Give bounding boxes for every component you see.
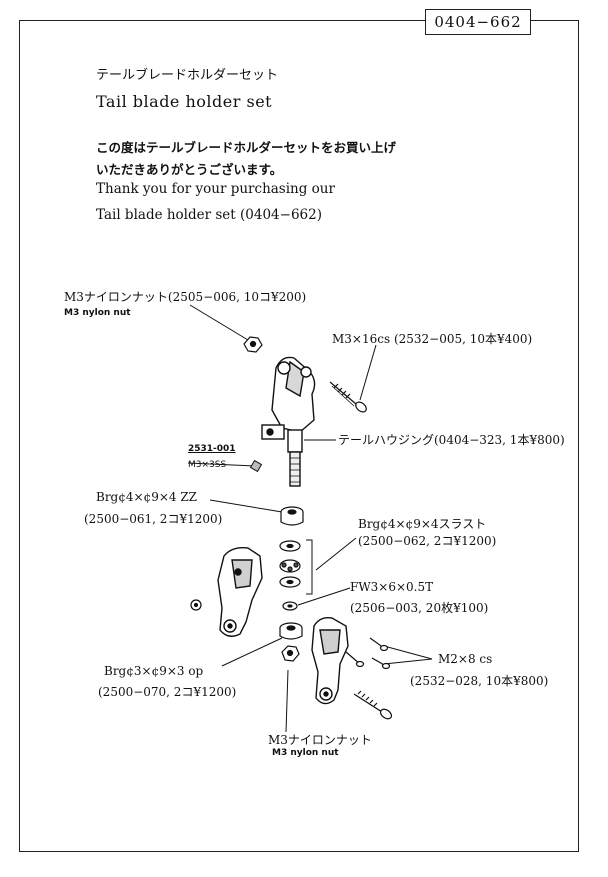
- tail-housing-part: [261, 356, 316, 487]
- thrust-bearing-part: [279, 540, 301, 588]
- thanks-message-en-line2: Tail blade holder set (0404−662): [96, 207, 322, 223]
- label-nylon-nut-bottom-en: M3 nylon nut: [272, 748, 339, 758]
- nylon-nut-top-part: [243, 336, 263, 353]
- thanks-message-en-line1: Thank you for your purchasing our: [96, 181, 335, 197]
- leader-nut-top: [189, 304, 249, 341]
- page-frame: [19, 20, 579, 852]
- bracket-thrust-group: [306, 539, 313, 595]
- leader-brg-zz: [209, 499, 283, 513]
- label-setscrew-size: M3×3SS: [188, 460, 227, 470]
- screw-m2x8-parts: [345, 637, 391, 670]
- leader-brg-thrust: [315, 537, 357, 571]
- label-bearing-zz: Brg¢4×¢9×4 ZZ: [96, 490, 198, 504]
- leader-screw-m3x16: [359, 344, 377, 401]
- setscrew-part: [249, 459, 263, 473]
- bearing-op-part: [279, 622, 303, 640]
- screw-long-bottom-part: [353, 690, 393, 720]
- label-nylon-nut-bottom: M3ナイロンナット: [268, 733, 372, 747]
- label-thrust-bearing: Brg¢4×¢9×4スラスト: [358, 517, 487, 531]
- label-screw-m2x8-code: (2532−028, 10本¥800): [410, 674, 549, 688]
- label-bearing-zz-code: (2500−061, 2コ¥1200): [84, 512, 223, 526]
- label-thrust-bearing-code: (2500−062, 2コ¥1200): [358, 534, 497, 548]
- leader-setscrew: [187, 462, 256, 467]
- label-bearing-op: Brg¢3×¢9×3 op: [104, 664, 204, 678]
- label-screw-m2x8: M2×8 cs: [438, 652, 493, 666]
- leader-m2-a: [383, 645, 433, 660]
- blade-holder-left-part: [217, 546, 263, 637]
- label-nylon-nut-top: M3ナイロンナット(2505−006, 10コ¥200): [64, 290, 307, 304]
- screw-m3x16-part: [329, 381, 367, 413]
- label-washer-code: (2506−003, 20枚¥100): [350, 601, 489, 615]
- label-screw-m3x16: M3×16cs (2532−005, 10本¥400): [332, 332, 533, 346]
- washer-part: [282, 601, 298, 611]
- leader-washer: [297, 587, 351, 606]
- title-english: Tail blade holder set: [96, 92, 273, 111]
- leader-m2-b: [383, 658, 433, 665]
- label-tail-housing: テールハウジング(0404−323, 1本¥800): [338, 433, 565, 447]
- leader-nut-bottom: [285, 669, 289, 733]
- thanks-message-jp-line2: いただきありがとうございます。: [96, 162, 283, 177]
- thanks-message-jp-line1: この度はテールブレードホルダーセットをお買い上げ: [96, 140, 397, 155]
- label-washer: FW3×6×0.5T: [350, 580, 434, 594]
- label-bearing-op-code: (2500−070, 2コ¥1200): [98, 685, 237, 699]
- bearing-zz-part: [280, 506, 304, 526]
- label-nylon-nut-top-en: M3 nylon nut: [64, 308, 131, 318]
- label-setscrew-code: 2531-001: [188, 444, 236, 454]
- leader-brg-op: [221, 637, 283, 667]
- title-japanese: テールブレードホルダーセット: [96, 68, 279, 83]
- nylon-nut-bottom-part: [281, 645, 300, 662]
- small-nut-left-part: [190, 599, 202, 611]
- part-number-box: 0404−662: [425, 9, 531, 35]
- blade-holder-right-part: [311, 616, 349, 705]
